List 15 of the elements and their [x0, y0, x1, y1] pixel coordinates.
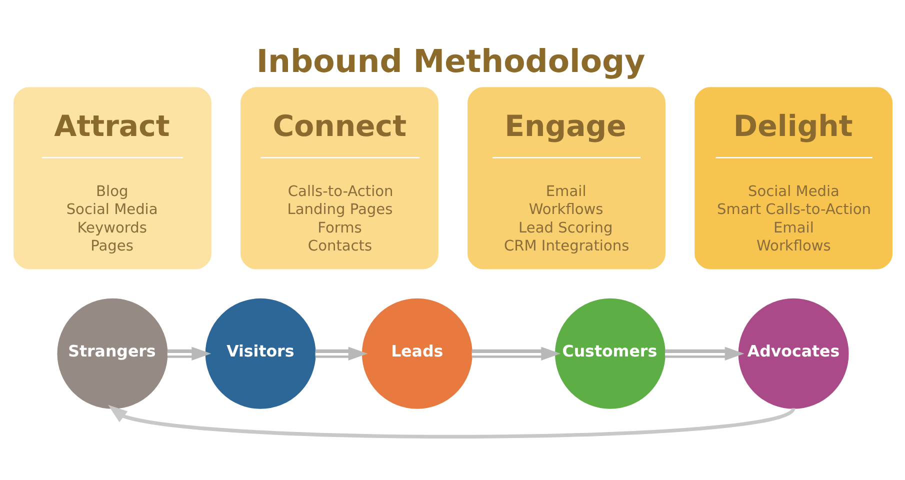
node-box: Delight Social Media Smart Calls-to-Action Email Workflows [694, 87, 892, 270]
node-circle: Visitors [204, 298, 316, 409]
node-circle: Strangers [56, 298, 168, 409]
arrow [108, 404, 794, 438]
node-circle: Customers [554, 298, 665, 409]
arrow [471, 346, 560, 360]
arrow [664, 346, 744, 360]
node-box: Connect Calls-to-Action Landing Pages Forms Contacts [240, 87, 438, 270]
node-box: Attract Blog Social Media Keywords Pages [13, 87, 211, 270]
node-box: Engage Email Workflows Lead Scoring CRM Integrations [467, 87, 665, 270]
arrow [166, 346, 211, 360]
node-circle: Advocates [738, 298, 848, 409]
arrow [314, 346, 368, 360]
node-circle: Leads [361, 298, 472, 409]
diagram-title: Inbound Methodology [256, 44, 645, 80]
